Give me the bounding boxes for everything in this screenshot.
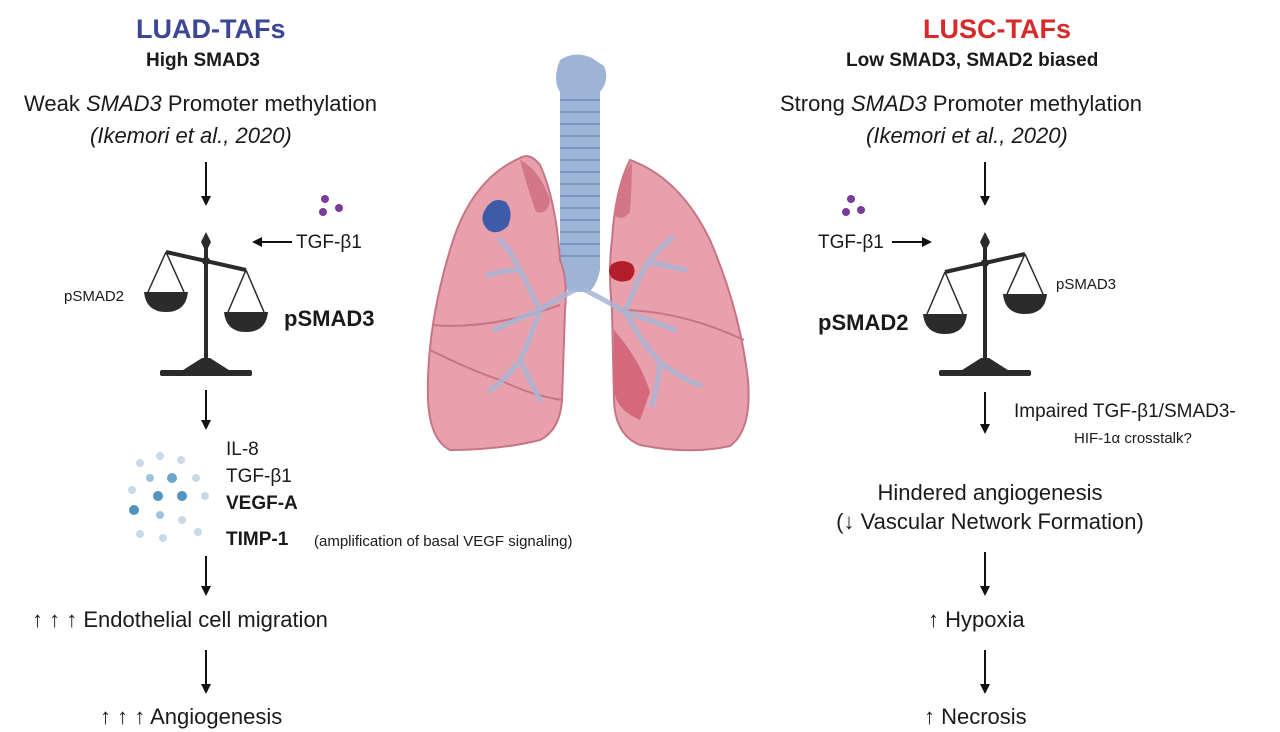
luad-angiogenesis: ↑ ↑ ↑ Angiogenesis [100, 704, 283, 729]
luad-migration: ↑ ↑ ↑ Endothelial cell migration [32, 607, 328, 632]
luad-pan-label-psmad2: pSMAD2 [64, 288, 125, 305]
lusc-tgf-dots [842, 195, 865, 216]
luad-secreted-timp1: TIMP-1 [226, 529, 289, 550]
luad-secreted-il8: IL-8 [226, 439, 259, 460]
luad-methylation-pre: Weak [24, 91, 86, 116]
lusc-pan-label-psmad2: pSMAD2 [818, 310, 909, 335]
luad-pan-label-psmad3: pSMAD3 [284, 306, 375, 331]
luad-secreted-tgf: TGF-β1 [226, 466, 292, 487]
luad-secreted-vegfa: VEGF-A [226, 493, 298, 514]
lusc-subtitle: Low SMAD3, SMAD2 biased [846, 50, 1099, 71]
luad-tumor [482, 200, 511, 233]
lusc-flow-arrows [892, 162, 990, 694]
lusc-pan-label-psmad3: pSMAD3 [1056, 276, 1117, 293]
luad-citation: (Ikemori et al., 2020) [90, 123, 292, 148]
luad-timp-note: (amplification of basal VEGF signaling) [314, 533, 573, 550]
lusc-methylation-gene: SMAD3 [850, 91, 927, 116]
lusc-methylation: Strong SMAD3 Promoter methylation [780, 91, 1142, 117]
luad-flow-arrows [201, 162, 292, 694]
luad-methylation-gene: SMAD3 [85, 91, 162, 116]
luad-balance-scale [144, 232, 268, 376]
lusc-hindered-line2: (↓ Vascular Network Formation) [836, 509, 1144, 534]
lusc-tumor [609, 261, 635, 282]
lusc-tgf-label: TGF-β1 [818, 232, 884, 253]
lusc-title: LUSC-TAFs [923, 14, 1071, 44]
luad-subtitle: High SMAD3 [146, 50, 260, 71]
lung-left [426, 155, 567, 452]
lusc-crosstalk-line2: HIF-1α crosstalk? [1074, 430, 1192, 447]
lusc-necrosis: ↑ Necrosis [924, 704, 1027, 729]
lusc-hindered-line1: Hindered angiogenesis [877, 480, 1103, 505]
lungs-illustration [426, 54, 750, 452]
lusc-methylation-pre: Strong [780, 91, 851, 116]
trachea [556, 54, 607, 292]
luad-methylation: Weak SMAD3 Promoter methylation [24, 91, 377, 117]
luad-title: LUAD-TAFs [136, 14, 286, 44]
lusc-hypoxia: ↑ Hypoxia [928, 607, 1025, 632]
lusc-crosstalk-line1: Impaired TGF-β1/SMAD3- [1014, 401, 1236, 422]
secreted-factors-dots [128, 452, 209, 542]
lusc-methylation-post: Promoter methylation [926, 91, 1142, 116]
luad-methylation-post: Promoter methylation [161, 91, 377, 116]
bronchial-tree [485, 235, 703, 408]
lusc-balance-scale [923, 232, 1047, 376]
luad-tgf-dots [319, 195, 343, 216]
luad-tgf-label: TGF-β1 [296, 232, 362, 253]
lusc-citation: (Ikemori et al., 2020) [866, 123, 1068, 148]
